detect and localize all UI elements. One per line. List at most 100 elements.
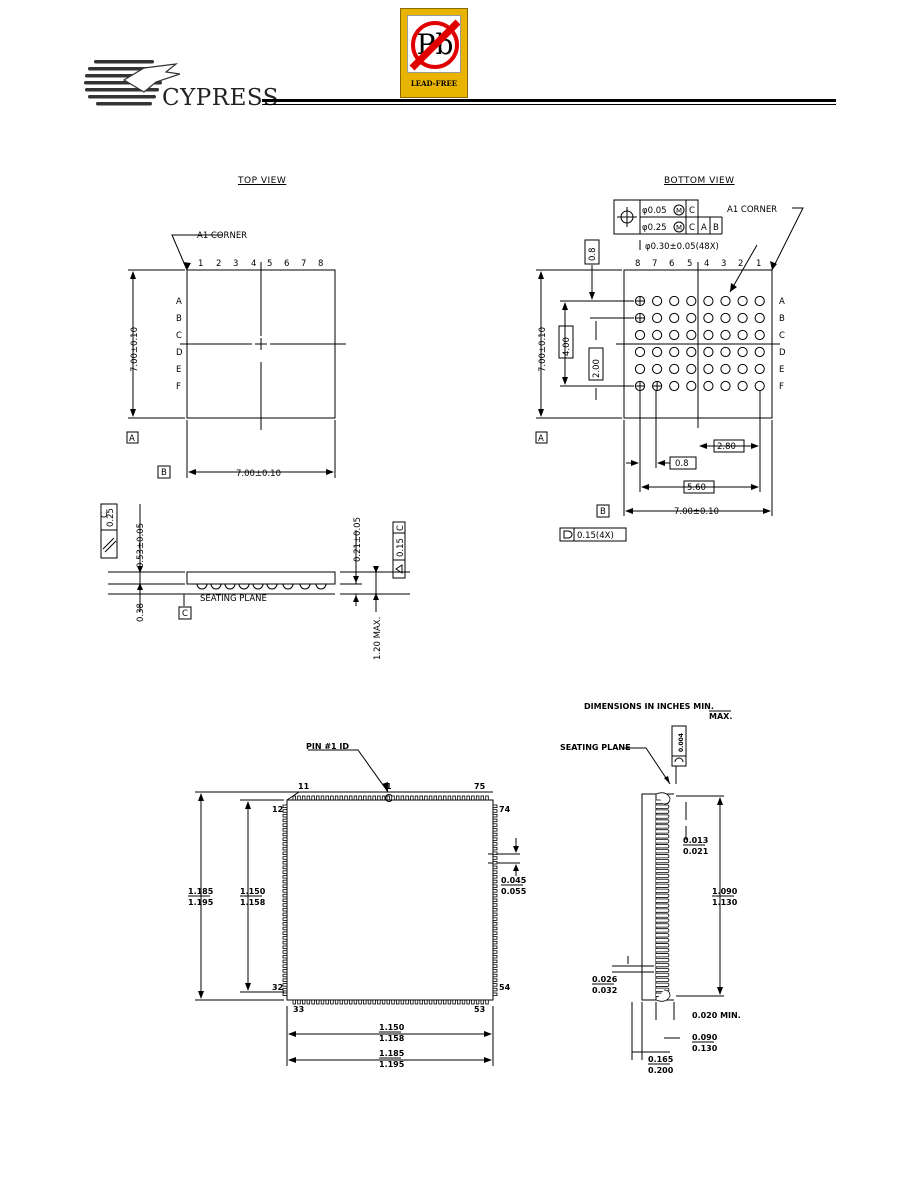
plcc-lead (447, 795, 452, 801)
top-col-label: 5 (267, 259, 272, 269)
plcc-lead (282, 936, 288, 940)
plcc-lead (334, 795, 339, 801)
plcc-lead (400, 795, 405, 801)
datum-ball-crosshair (635, 381, 645, 391)
dim-text: 1.195 (188, 898, 214, 907)
outer-dim-horiz: 1.185 1.195 (379, 1049, 405, 1069)
plcc-lead (282, 983, 288, 987)
solder-ball (703, 346, 714, 358)
solder-ball (754, 363, 765, 375)
dim-text: 1.195 (379, 1060, 405, 1069)
plcc-lead (424, 795, 428, 801)
plcc-lead (492, 912, 498, 917)
dim-text: 0.200 (648, 1066, 674, 1075)
bottom-height-dim: 7.00±0.10 (538, 327, 548, 372)
plcc-lead (492, 893, 498, 898)
plcc-lead (311, 999, 315, 1005)
plcc-lead (282, 950, 288, 954)
inner-dim-vert: 1.150 1.158 (240, 887, 266, 907)
dim-text: 0.165 (648, 1055, 674, 1064)
units-note: DIMENSIONS IN INCHES MIN. (584, 702, 714, 711)
plcc-lead (492, 879, 498, 884)
bottom-row-labels: A B C D E F (779, 297, 786, 392)
top-row-label: F (176, 382, 181, 392)
plcc-lead (348, 795, 353, 801)
fcf-row2-datum-b: B (713, 223, 719, 233)
lead-width-dim: 0.026 0.032 (592, 975, 618, 995)
plcc-side-body (641, 793, 657, 1001)
bottom-col-label: 1 (756, 259, 761, 269)
plcc-lead (282, 964, 288, 968)
parallel-datum-ref: C (100, 512, 110, 518)
plcc-lead (282, 884, 288, 888)
solder-ball (669, 329, 680, 341)
plcc-lead (282, 851, 288, 855)
side-lead (656, 962, 670, 968)
plcc-lead (419, 999, 423, 1005)
side-lead (656, 943, 670, 948)
side-lead (656, 898, 670, 903)
solder-ball (686, 346, 697, 358)
bga-package-drawing: A1 CORNER 1 2 3 4 5 6 7 8 A B C D E F 7.… (100, 199, 804, 660)
plcc-lead (492, 950, 498, 954)
plcc-lead (480, 795, 484, 801)
plcc-lead (492, 922, 498, 926)
top-column-labels: 1 2 3 4 5 6 7 8 (198, 259, 323, 269)
solder-ball (720, 346, 731, 358)
fcf-row2-datum-a: A (701, 223, 707, 233)
plcc-lead (492, 926, 498, 931)
lead-thickness-dim: 0.013 0.021 (683, 836, 709, 856)
plcc-lead (353, 999, 358, 1005)
side-length-dim: 1.090 1.130 (712, 887, 738, 907)
company-logo: CYPRESS (84, 52, 278, 112)
plcc-lead (282, 959, 288, 964)
plcc-lead (282, 912, 288, 917)
side-lead (656, 819, 670, 824)
side-lead (656, 918, 670, 923)
plcc-lead (344, 999, 348, 1005)
corner-profile-tolerance: 0.15(4X) (577, 531, 614, 541)
plcc-lead (367, 795, 372, 801)
lead-free-caption: LEAD-FREE (410, 79, 458, 88)
side-lead (656, 849, 670, 854)
plcc-lead (492, 865, 498, 870)
plcc-lead (492, 936, 498, 940)
side-lead (656, 829, 670, 834)
plcc-lead (377, 795, 381, 801)
side-lead (656, 913, 670, 918)
bottom-col-label: 4 (704, 259, 709, 269)
solder-ball (634, 346, 646, 358)
side-view-balls (196, 583, 327, 590)
bottom-row-label: F (779, 382, 784, 392)
row-span-dim: 4.00 (562, 337, 572, 356)
plcc-lead (301, 795, 306, 801)
plcc-lead (282, 945, 288, 949)
plcc-lead (325, 795, 329, 801)
units-note-max: MAX. (709, 712, 732, 721)
no-lead-icon (409, 19, 460, 71)
lead-pitch-dim: 0.045 0.055 (501, 876, 527, 896)
side-lead (656, 928, 670, 933)
plcc-lead (282, 940, 288, 945)
side-lead (656, 868, 670, 874)
plcc-lead (292, 795, 296, 801)
side-lead (656, 863, 670, 869)
plcc-lead (414, 795, 419, 801)
solder-ball (669, 346, 680, 358)
bottom-row-label: D (779, 348, 786, 358)
plcc-lead (282, 898, 288, 902)
plcc-lead (492, 860, 498, 865)
pin-label: 32 (272, 983, 283, 992)
datum-ball-crosshair (635, 296, 645, 306)
solder-ball (737, 312, 748, 324)
plcc-lead (377, 999, 381, 1005)
plcc-lead (492, 832, 498, 837)
plcc-lead (461, 999, 466, 1005)
plcc-lead (492, 889, 498, 893)
plcc-lead (282, 903, 288, 907)
plcc-lead (492, 959, 498, 964)
package-height-dim: 0.165 0.200 (648, 1055, 674, 1075)
plcc-lead (282, 922, 288, 926)
standoff-min-dim: 0.020 MIN. (692, 1011, 741, 1020)
plcc-lead (325, 999, 329, 1005)
